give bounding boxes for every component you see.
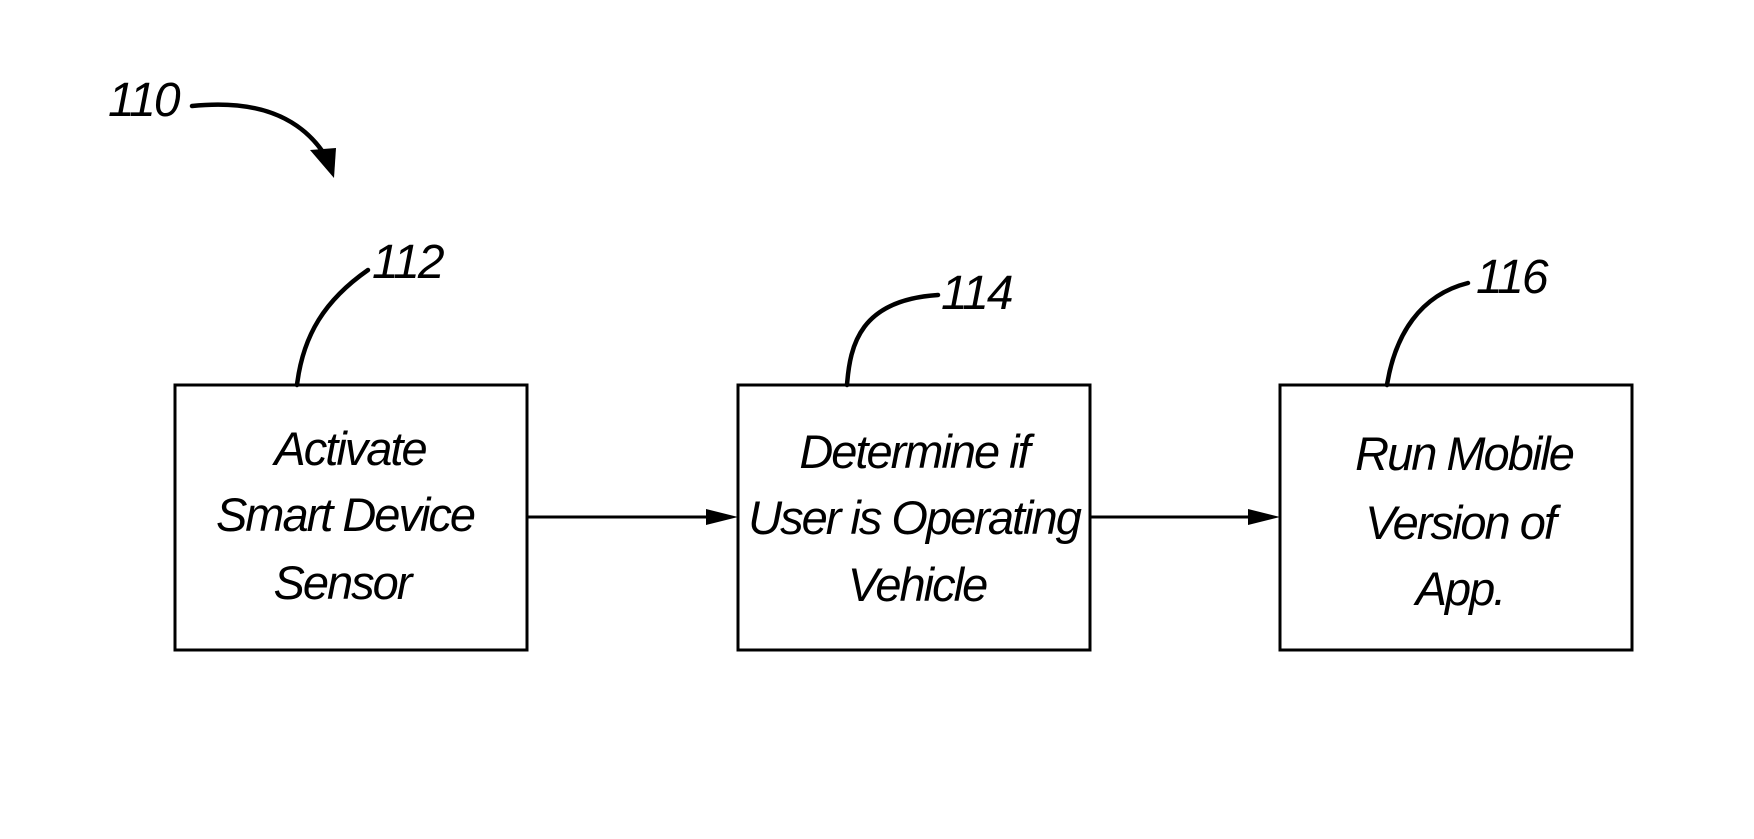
- step-box-116: Run Mobile Version of App.: [1280, 385, 1632, 650]
- connector-112-to-114: [527, 509, 738, 525]
- step-ref-112-number: 112: [372, 236, 444, 289]
- step-ref-116-leader: [1387, 283, 1468, 385]
- step-ref-114-leader: [847, 295, 938, 385]
- step-box-114-line-2: User is Operating: [748, 491, 1082, 544]
- step-box-112: Activate Smart Device Sensor: [175, 385, 527, 650]
- step-box-116-line-3: App.: [1413, 562, 1505, 615]
- step-ref-114: 114: [847, 267, 1012, 385]
- figure-ref-arrow: [192, 105, 328, 160]
- step-box-116-line-2: Version of: [1365, 496, 1562, 549]
- connector-114-to-116: [1090, 509, 1280, 525]
- step-box-112-line-1: Activate: [271, 422, 426, 475]
- step-ref-116-number: 116: [1476, 251, 1549, 304]
- step-ref-116: 116: [1387, 251, 1549, 385]
- step-box-114: Determine if User is Operating Vehicle: [738, 385, 1090, 650]
- step-ref-112-leader: [297, 270, 368, 385]
- figure-reference: 110: [108, 74, 336, 178]
- step-box-114-line-1: Determine if: [799, 425, 1035, 478]
- step-ref-112: 112: [297, 236, 444, 385]
- connector-112-to-114-arrowhead: [706, 509, 738, 525]
- step-box-112-line-2: Smart Device: [216, 488, 475, 541]
- step-box-114-line-3: Vehicle: [848, 558, 987, 611]
- connector-114-to-116-arrowhead: [1248, 509, 1280, 525]
- step-box-116-line-1: Run Mobile: [1355, 427, 1574, 480]
- step-ref-114-number: 114: [941, 267, 1012, 320]
- step-box-112-line-3: Sensor: [274, 556, 415, 609]
- figure-ref-number: 110: [108, 74, 181, 127]
- figure-ref-arrowhead: [310, 148, 336, 178]
